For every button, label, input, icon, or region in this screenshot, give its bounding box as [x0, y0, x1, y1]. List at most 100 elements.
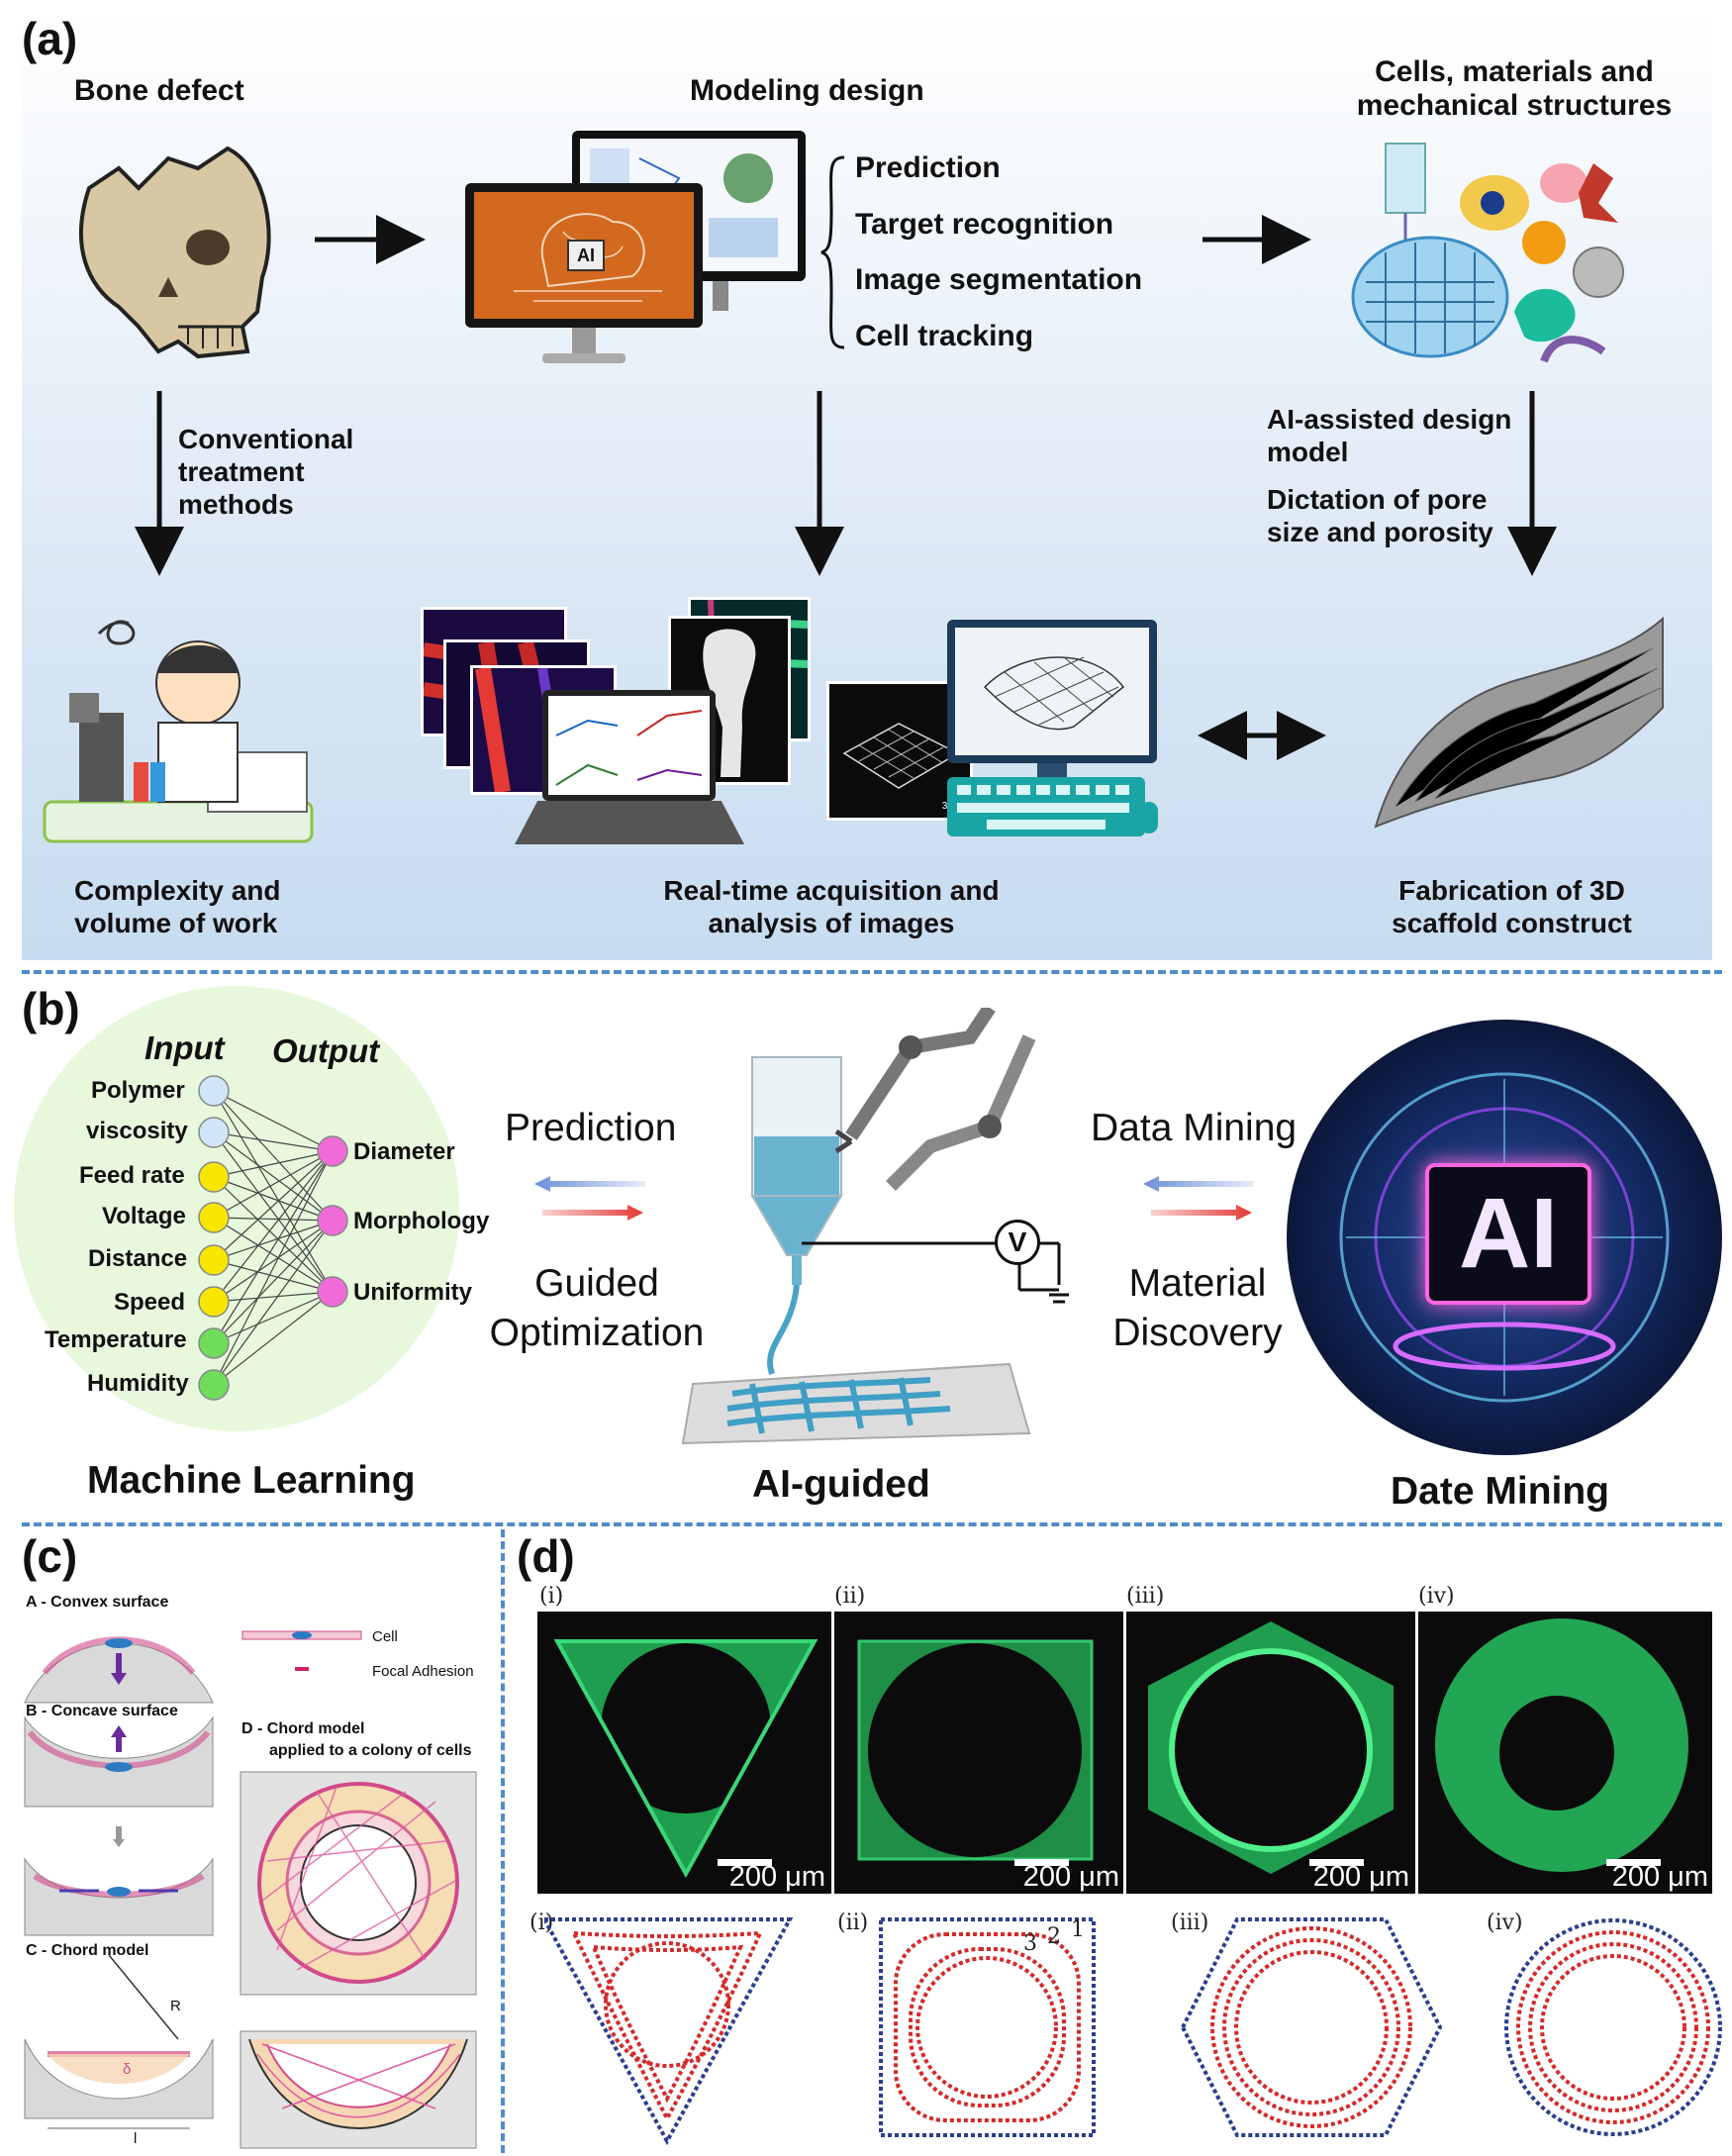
fluor-square: 200 μm: [834, 1612, 1123, 1894]
prediction-text: Prediction: [505, 1107, 677, 1149]
nn-connection: [213, 1090, 334, 1293]
dictation-text: Dictation of pore size and porosity: [1267, 484, 1493, 547]
input-temperature: Temperature: [45, 1326, 187, 1353]
d-top-label-iii: (iii): [1126, 1584, 1165, 1609]
c-legend-cell: Cell: [372, 1628, 398, 1645]
c-chord-colony-title-1: D - Chord model: [241, 1720, 365, 1737]
d-bottom-label-ii: (ii): [837, 1911, 869, 1935]
nn-output-node: [317, 1135, 348, 1167]
nn-input-node: [198, 1286, 230, 1318]
skull-icon: [79, 146, 271, 359]
panel-c-label: (c): [22, 1530, 78, 1582]
stressed-researcher-illustration: [43, 620, 314, 843]
nn-connection: [213, 1131, 334, 1222]
date-mining-title: Date Mining: [1391, 1470, 1609, 1513]
input-humidity: Humidity: [87, 1370, 189, 1397]
output-morphology: Morphology: [353, 1208, 490, 1234]
fluor-circle: 200 μm: [1418, 1612, 1712, 1894]
scale-bar-line: [1606, 1859, 1661, 1866]
nn-connection: [213, 1090, 334, 1152]
nn-input-node: [198, 1244, 230, 1276]
scale-bar-text: 200 μm: [1022, 1861, 1119, 1893]
laptop-plots: [548, 696, 710, 795]
panel-d-label: (d): [517, 1530, 575, 1582]
panel-c-diagrams: [24, 1630, 477, 2149]
divider-c-d: [501, 1529, 505, 2153]
nn-input-node: [198, 1327, 230, 1359]
nn-connection: [213, 1220, 334, 1303]
nn-connection: [213, 1150, 334, 1261]
desktop-keyboard: [947, 777, 1145, 836]
scale-bar-line: [1014, 1859, 1069, 1866]
layer-number-1: 1: [1071, 1917, 1085, 1942]
nn-connection: [213, 1131, 334, 1152]
nn-connection: [213, 1291, 334, 1303]
c-l-label: l: [134, 2130, 138, 2147]
nn-connection: [213, 1220, 334, 1386]
nn-input-node: [198, 1161, 230, 1193]
curvature-model-drawings: [544, 1917, 1722, 2146]
nn-connection: [213, 1220, 334, 1344]
electrospinning-setup: [681, 1008, 1069, 1445]
ai-monitor: AI: [465, 183, 703, 328]
panel-a-arrows: [135, 215, 1557, 760]
nn-connection: [213, 1259, 334, 1293]
realtime-text: Real-time acquisition and analysis of im…: [663, 875, 1000, 938]
input-voltage: Voltage: [102, 1203, 186, 1229]
back-monitor-stand: [713, 281, 728, 311]
nn-connection: [213, 1150, 334, 1386]
ai-sphere: AI: [1287, 1020, 1722, 1455]
c-r-label: R: [170, 1998, 181, 2014]
ai-monitor-base: [542, 353, 625, 363]
nn-connection: [213, 1291, 334, 1386]
nn-connection: [213, 1176, 334, 1293]
bone-defect-title: Bone defect: [74, 74, 244, 107]
nn-connection: [213, 1150, 334, 1219]
input-polymer: Polymer: [91, 1077, 185, 1104]
nn-connection: [213, 1150, 334, 1178]
output-title: Output: [272, 1032, 380, 1069]
material-discovery-text: Material Discovery: [1112, 1262, 1283, 1354]
output-uniformity: Uniformity: [353, 1279, 472, 1306]
ai-chip-label: AI: [567, 240, 605, 271]
cells-materials-title: Cells, materials and mechanical structur…: [1356, 55, 1673, 122]
fluor-hexagon: 200 μm: [1126, 1612, 1415, 1894]
voltmeter-icon: V: [995, 1220, 1040, 1265]
guided-optimization-text: Guided Optimization: [489, 1262, 705, 1354]
nn-connection: [213, 1090, 334, 1222]
ai-guided-title: AI-guided: [752, 1463, 930, 1506]
d-top-label-i: (i): [539, 1584, 564, 1609]
nn-connection: [213, 1217, 334, 1293]
layer-number-2: 2: [1047, 1924, 1061, 1949]
input-viscosity: viscosity: [86, 1118, 188, 1144]
task-cell-tracking: Cell tracking: [855, 320, 1034, 352]
scale-bar-text: 200 μm: [728, 1861, 825, 1893]
c-concave-title: B - Concave surface: [26, 1703, 178, 1719]
mouse-icon: [1140, 802, 1158, 833]
scale-bar-text: 200 μm: [1312, 1861, 1409, 1893]
conventional-methods-text: Conventional treatment methods: [178, 424, 354, 520]
ai-monitor-stand: [572, 328, 596, 353]
ai-assisted-text: AI-assisted design model: [1267, 404, 1512, 467]
laptop-keyboard: [515, 801, 744, 844]
complexity-text: Complexity and volume of work: [74, 875, 281, 938]
output-diameter: Diameter: [353, 1138, 455, 1165]
c-convex-title: A - Convex surface: [26, 1594, 169, 1611]
nn-connection: [213, 1150, 334, 1303]
nn-input-node: [198, 1117, 230, 1148]
c-chord-colony-title-2: applied to a colony of cells: [269, 1742, 472, 1759]
machine-learning-title: Machine Learning: [87, 1459, 416, 1502]
nn-output-node: [317, 1205, 348, 1236]
task-image-segmentation: Image segmentation: [855, 263, 1143, 296]
data-mining-arrows: [1143, 1176, 1254, 1221]
fluor-triangle: 200 μm: [537, 1612, 831, 1894]
task-target-recognition: Target recognition: [855, 208, 1114, 241]
ai-logo: AI: [1425, 1163, 1591, 1305]
nn-connection: [213, 1176, 334, 1222]
nn-connection: [213, 1220, 334, 1261]
divider-b-cd: [22, 1522, 1722, 1526]
nn-input-node: [198, 1369, 230, 1401]
nn-input-node: [198, 1202, 230, 1233]
input-distance: Distance: [88, 1245, 188, 1272]
nn-connection: [213, 1131, 334, 1293]
